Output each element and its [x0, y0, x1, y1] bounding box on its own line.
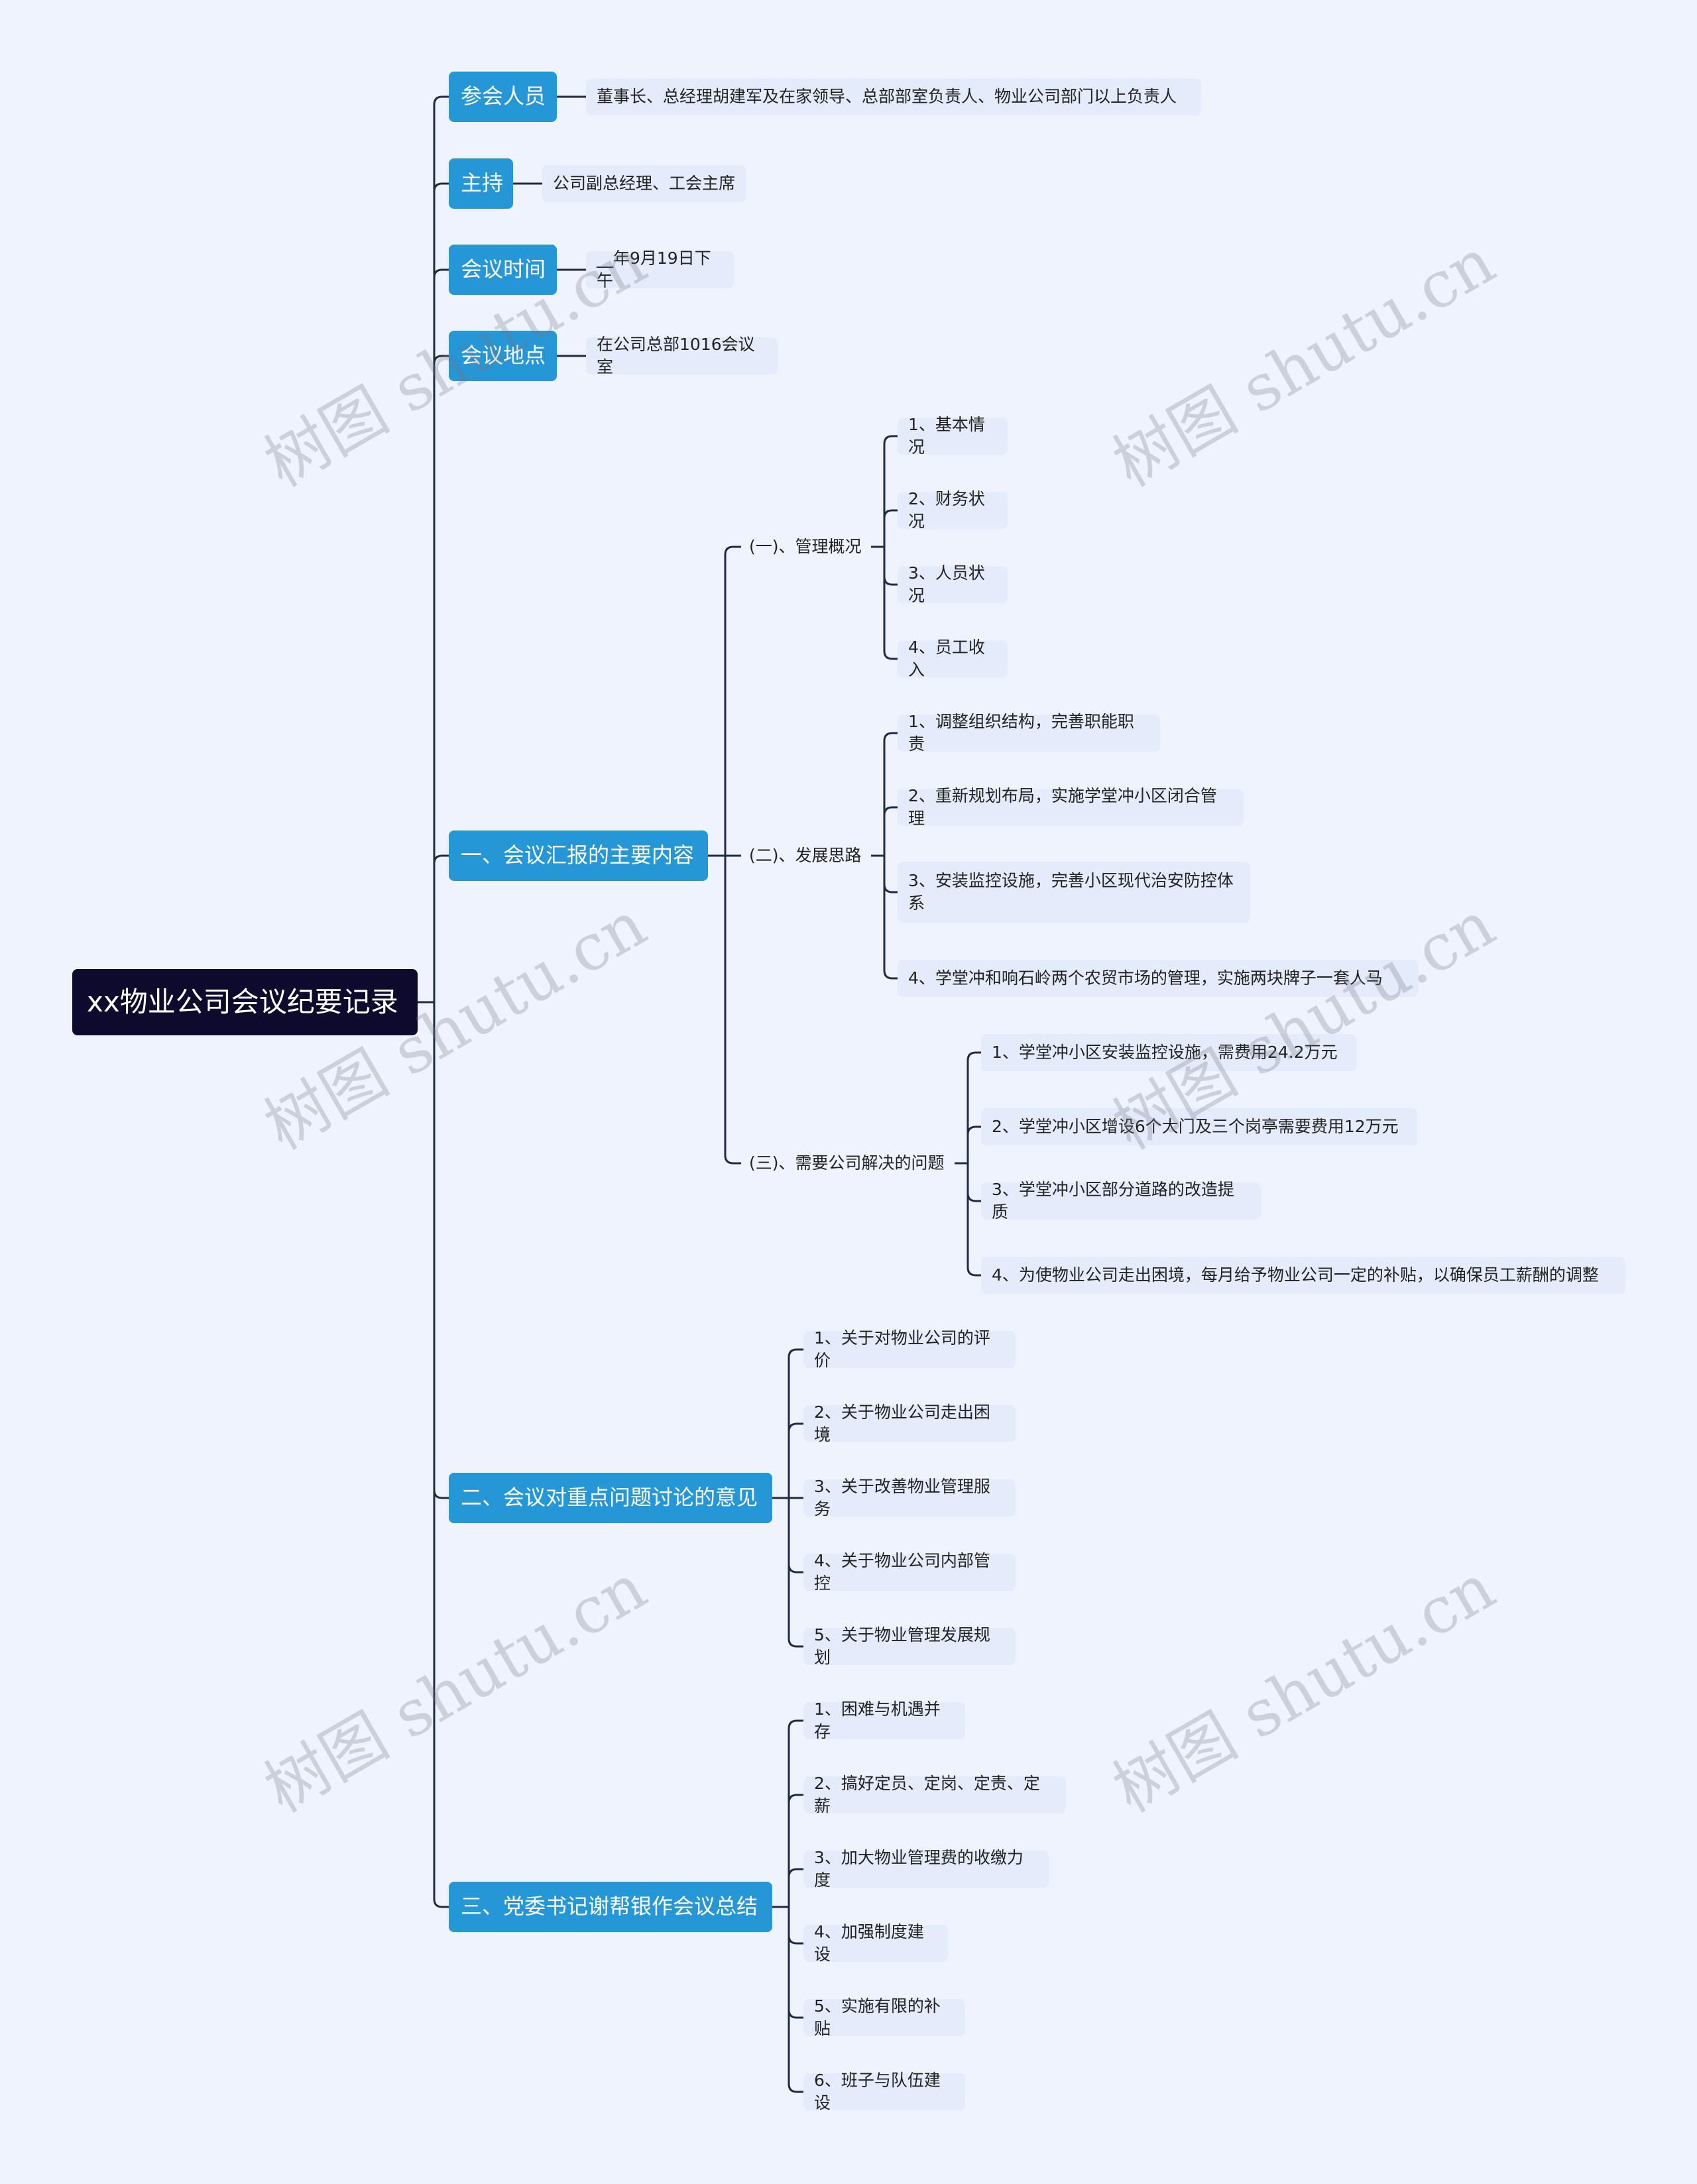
leaf-institution-building[interactable]: 4、加强制度建设: [803, 1922, 948, 1964]
connector-line: [883, 806, 898, 856]
subtopic-development-ideas[interactable]: (二)、发展思路: [749, 846, 862, 866]
connector-line: [883, 435, 898, 547]
leaf-income[interactable]: 4、员工收入: [898, 638, 1008, 679]
connector-line: [788, 1907, 803, 2093]
topic-summary[interactable]: 三、党委书记谢帮银作会议总结: [449, 1882, 772, 1932]
connector-line: [788, 1794, 803, 1907]
leaf-team-building[interactable]: 6、班子与队伍建设: [803, 2071, 965, 2112]
connector-line: [433, 182, 449, 1002]
connector-line: [788, 1868, 803, 1907]
leaf-monitoring[interactable]: 3、安装监控设施，完善小区现代治安防控体系: [898, 862, 1250, 923]
leaf-staffing[interactable]: 2、搞好定员、定岗、定责、定薪: [803, 1774, 1066, 1815]
connector-line: [788, 1348, 803, 1498]
leaf-evaluation[interactable]: 1、关于对物业公司的评价: [803, 1328, 1016, 1370]
leaf-basic-info[interactable]: 1、基本情况: [898, 415, 1008, 457]
subtopic-management-overview[interactable]: (一)、管理概况: [749, 537, 862, 557]
leaf-fee-collection[interactable]: 3、加大物业管理费的收缴力度: [803, 1848, 1049, 1890]
connector-line: [788, 1498, 803, 1648]
connector-line: [966, 1125, 981, 1163]
connector-line: [433, 95, 449, 1002]
connector-line: [966, 1163, 981, 1277]
connector-line: [788, 1907, 803, 2019]
connector-line: [883, 547, 898, 586]
leaf-org-structure[interactable]: 1、调整组织结构，完善职能职责: [898, 712, 1160, 754]
topic-meeting-time[interactable]: 会议时间: [449, 245, 557, 295]
root-topic[interactable]: xx物业公司会议纪要记录: [72, 969, 418, 1035]
leaf-install-monitoring-cost[interactable]: 1、学堂冲小区安装监控设施，需费用24.2万元: [981, 1034, 1356, 1071]
topic-main-report[interactable]: 一、会议汇报的主要内容: [449, 831, 708, 881]
connector-line: [433, 1002, 449, 1908]
leaf-replan-layout[interactable]: 2、重新规划布局，实施学堂冲小区闭合管理: [898, 786, 1244, 828]
topic-meeting-place[interactable]: 会议地点: [449, 331, 557, 381]
leaf-limited-subsidy[interactable]: 5、实施有限的补贴: [803, 1996, 965, 2038]
connector-line: [433, 268, 449, 1002]
leaf-markets[interactable]: 4、学堂冲和响石岭两个农贸市场的管理，实施两块牌子一套人马: [898, 960, 1419, 997]
connector-line: [724, 546, 741, 856]
connector-line: [883, 509, 898, 547]
leaf-road-upgrade[interactable]: 3、学堂冲小区部分道路的改造提质: [981, 1180, 1261, 1222]
leaf-gates-cost[interactable]: 2、学堂冲小区增设6个大门及三个岗亭需要费用12万元: [981, 1108, 1417, 1145]
leaf-meeting-time[interactable]: __年9月19日下午: [586, 249, 734, 290]
subtopic-issues-to-resolve[interactable]: (三)、需要公司解决的问题: [749, 1153, 945, 1173]
connector-line: [788, 1422, 803, 1498]
topic-host[interactable]: 主持: [449, 158, 513, 209]
connector-line: [433, 854, 449, 1002]
leaf-out-of-trouble[interactable]: 2、关于物业公司走出困境: [803, 1403, 1016, 1444]
connector-line: [788, 1498, 803, 1574]
topic-discussion[interactable]: 二、会议对重点问题讨论的意见: [449, 1473, 772, 1523]
leaf-personnel[interactable]: 3、人员状况: [898, 563, 1008, 605]
leaf-subsidy[interactable]: 4、为使物业公司走出困境，每月给予物业公司一定的补贴，以确保员工薪酬的调整: [981, 1257, 1625, 1294]
connector-line: [966, 1051, 981, 1163]
connector-line: [433, 1002, 449, 1499]
connector-line: [724, 856, 741, 1165]
connector-line: [788, 1719, 803, 1907]
connector-line: [883, 547, 898, 660]
connector-line: [883, 856, 898, 980]
connector-line: [883, 732, 898, 856]
connector-line: [788, 1907, 803, 1945]
leaf-improve-service[interactable]: 3、关于改善物业管理服务: [803, 1477, 1016, 1519]
connector-line: [883, 856, 898, 893]
leaf-internal-control[interactable]: 4、关于物业公司内部管控: [803, 1551, 1016, 1593]
leaf-attendees[interactable]: 董事长、总经理胡建军及在家领导、总部部室负责人、物业公司部门以上负责人: [586, 78, 1201, 115]
leaf-finance[interactable]: 2、财务状况: [898, 489, 1008, 531]
connector-line: [433, 355, 449, 1002]
leaf-meeting-place[interactable]: 在公司总部1016会议室: [586, 335, 778, 376]
topic-attendees[interactable]: 参会人员: [449, 72, 557, 122]
leaf-difficulty-opportunity[interactable]: 1、困难与机遇并存: [803, 1699, 965, 1741]
leaf-development-plan[interactable]: 5、关于物业管理发展规划: [803, 1625, 1016, 1667]
leaf-host[interactable]: 公司副总经理、工会主席: [542, 165, 746, 202]
connector-line: [966, 1163, 981, 1202]
